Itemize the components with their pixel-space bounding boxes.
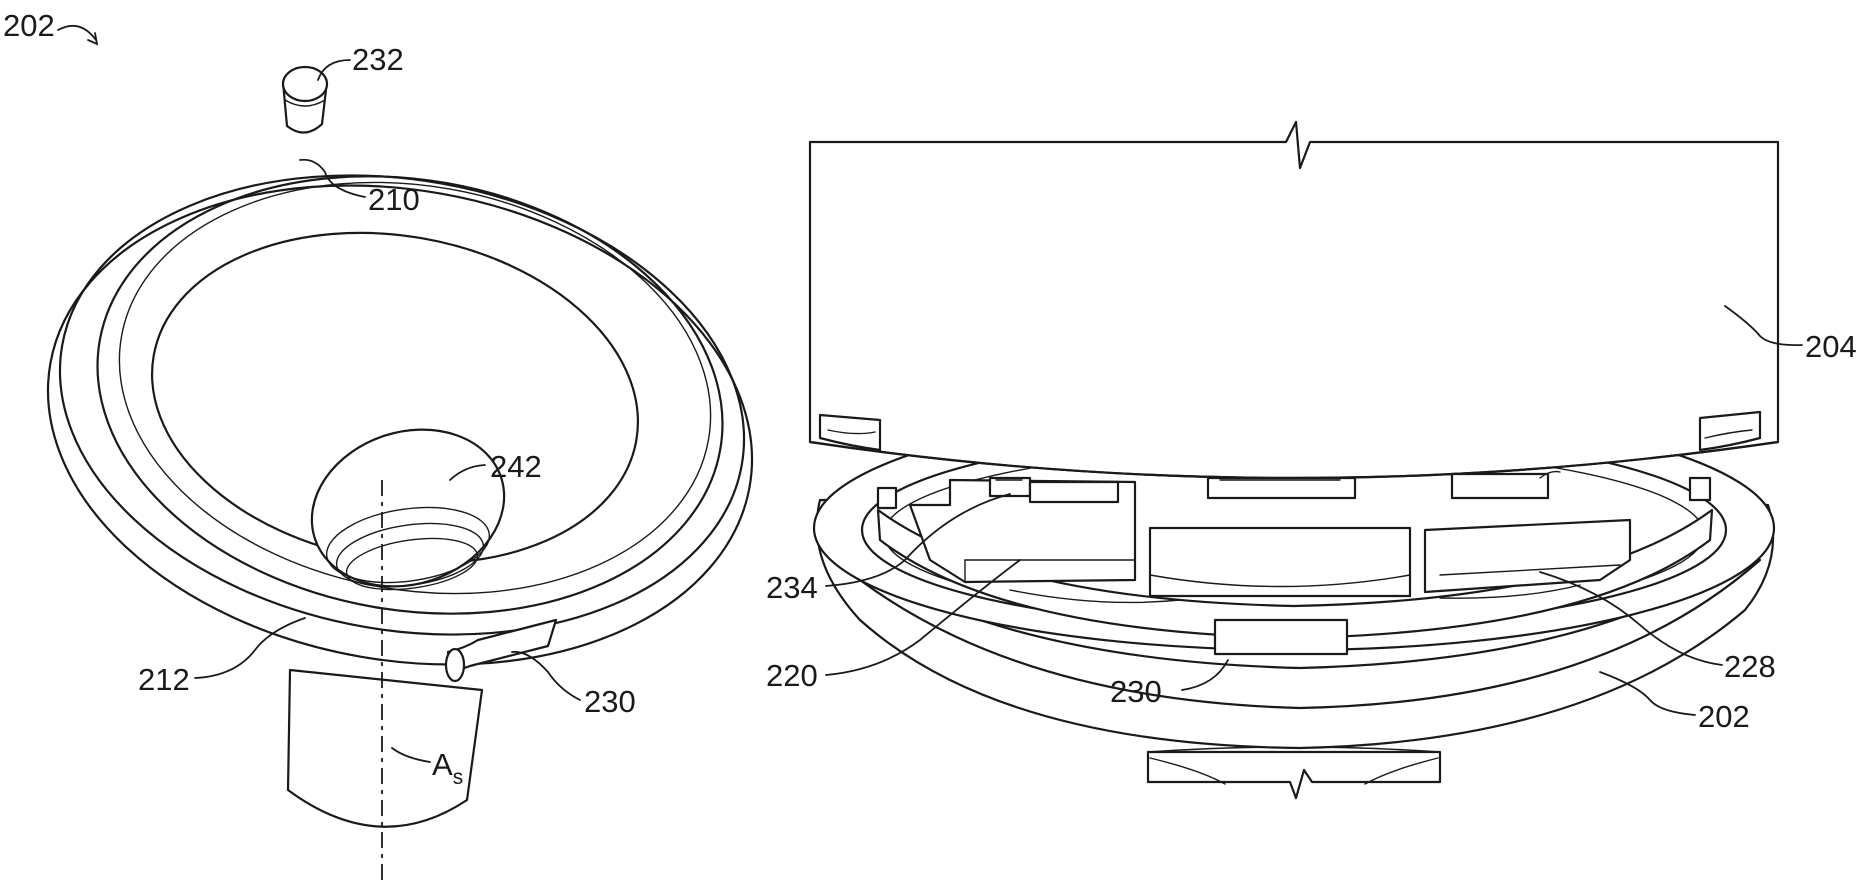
ring-tab-230: [1215, 620, 1347, 654]
ref-label-202-main: 202: [3, 8, 55, 43]
ref-label-228: 228: [1724, 649, 1776, 684]
funnel-outer-rim: [10, 132, 791, 718]
funnel-stem: [288, 670, 482, 827]
lower-housing-stub: [1148, 752, 1440, 798]
ref-label-212: 212: [138, 662, 190, 697]
ref-label-234: 234: [766, 570, 818, 605]
ref-label-230-left: 230: [584, 684, 636, 719]
ref-label-230-right: 230: [1110, 674, 1162, 709]
knob-232: [283, 67, 327, 133]
ref-label-232: 232: [352, 42, 404, 77]
ref-label-242: 242: [490, 449, 542, 484]
upper-housing-204: [810, 122, 1778, 478]
ref-label-202-right: 202: [1698, 699, 1750, 734]
ref-label-220: 220: [766, 658, 818, 693]
ref-label-210: 210: [368, 182, 420, 217]
assembly-view: [810, 122, 1778, 798]
ref-label-204: 204: [1805, 329, 1857, 364]
